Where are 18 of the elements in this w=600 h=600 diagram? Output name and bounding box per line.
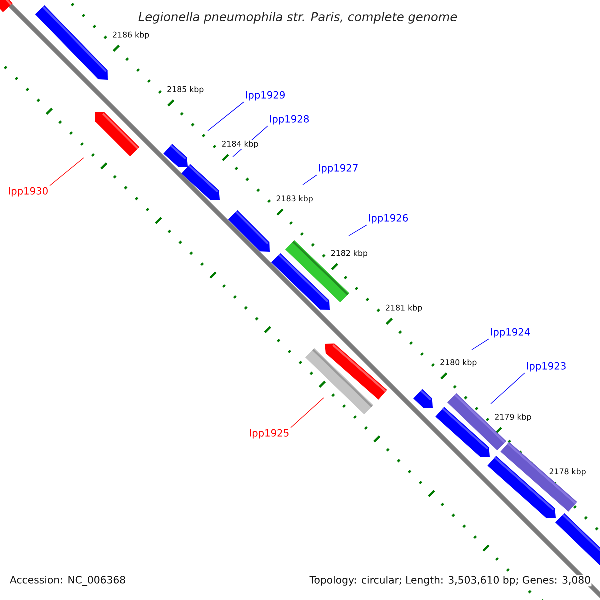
gene-label: lpp1926 xyxy=(369,214,408,224)
leader-line xyxy=(290,398,324,428)
leader-line xyxy=(490,372,526,404)
accession-text: Accession: NC_006368 xyxy=(9,575,127,587)
gene-label: lpp1925 xyxy=(250,429,289,439)
gene-label: lpp1929 xyxy=(246,91,285,101)
leader-line xyxy=(472,338,490,350)
gene-label: lpp1928 xyxy=(270,115,309,125)
gene-label: lpp1927 xyxy=(319,164,358,174)
leader-line xyxy=(208,102,244,132)
gene-label: lpp1924 xyxy=(491,328,530,338)
genome-stats-text: Topology: circular; Length: 3,503,610 bp; Genes: 3,080 xyxy=(309,575,592,587)
leader-line xyxy=(348,224,368,236)
gene-label: lpp1930 xyxy=(9,187,48,197)
leader-line xyxy=(302,174,318,186)
leader-line xyxy=(50,158,84,186)
gene-label: lpp1923 xyxy=(527,362,566,372)
title: Legionella pneumophila str. Paris, complete genome xyxy=(138,12,458,24)
